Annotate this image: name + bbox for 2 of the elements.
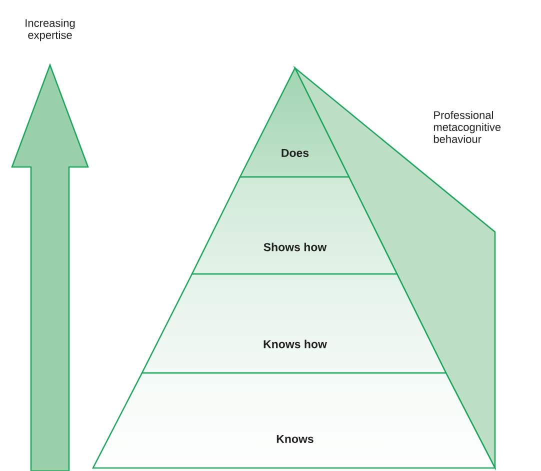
axis-caption: Increasing expertise — [26, 18, 75, 42]
side-caption: Professional metacognitive behaviour — [434, 110, 501, 144]
